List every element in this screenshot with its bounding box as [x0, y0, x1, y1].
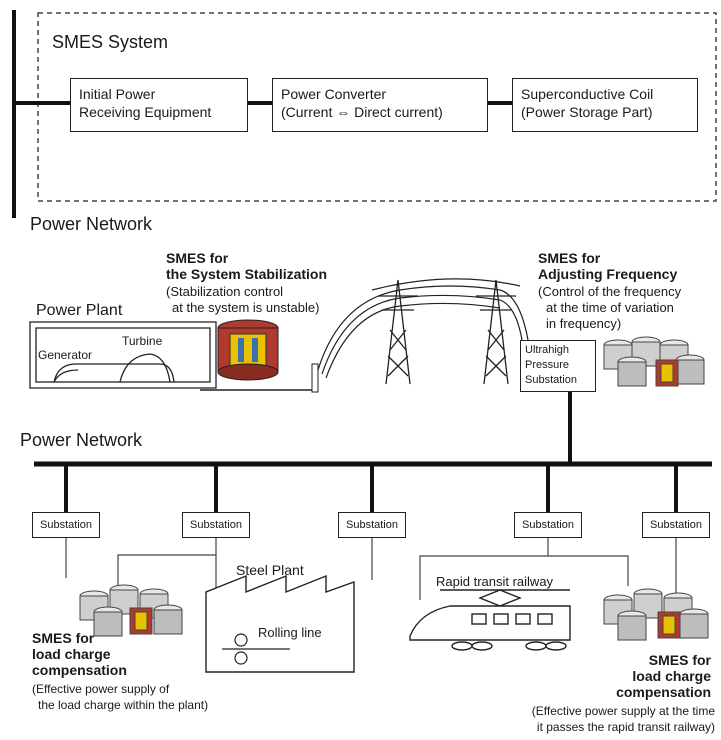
power-plant-building	[29, 321, 217, 389]
steel-plant-label: Steel Plant	[236, 562, 304, 578]
initial-power-line1: Initial Power	[79, 86, 156, 102]
stabilization-desc-1: (Stabilization control	[166, 284, 284, 299]
frequency-title-1: SMES for	[538, 250, 601, 266]
left-smes-title-3: compensation	[32, 662, 127, 678]
frequency-desc-1: (Control of the frequency	[538, 284, 682, 299]
smes-system-title: SMES System	[52, 32, 169, 52]
left-smes-tanks	[79, 584, 183, 637]
right-smes-title-2: load charge	[632, 668, 711, 684]
transmission-lines	[317, 278, 529, 379]
superconductive-coil-box: Superconductive Coil (Power Storage Part…	[512, 78, 698, 132]
uhp-line2: Pressure	[525, 359, 570, 371]
left-smes-title-1: SMES for	[32, 630, 95, 646]
stabilization-title-2: the System Stabilization	[166, 266, 328, 282]
right-smes-tanks	[603, 588, 709, 641]
left-smes-desc-2: the load charge within the plant)	[38, 698, 209, 712]
stabilization-title-1: SMES for	[166, 250, 229, 266]
frequency-title-2: Adjusting Frequency	[538, 266, 678, 282]
railway-label: Rapid transit railway	[436, 574, 554, 589]
right-smes-title-1: SMES for	[648, 652, 711, 668]
smes-system-frame	[37, 12, 717, 202]
lower-network-label: Power Network	[20, 430, 143, 450]
transmission-tower-2	[476, 279, 516, 385]
substation-3: Substation	[338, 512, 406, 538]
right-smes-title-3: compensation	[616, 684, 711, 700]
frequency-desc-3: in frequency)	[546, 316, 622, 331]
power-converter-line2: (Current ⇔ Direct current)	[281, 104, 443, 120]
left-smes-title-2: load charge	[32, 646, 111, 662]
upper-network-label: Power Network	[30, 214, 153, 234]
substation-drops	[64, 464, 678, 512]
stabilization-coil-icon	[217, 319, 279, 381]
superconductive-coil-line1: Superconductive Coil	[521, 86, 654, 102]
substation-5: Substation	[642, 512, 710, 538]
uhp-line3: Substation	[525, 374, 577, 386]
power-plant-label: Power Plant	[36, 302, 123, 319]
right-smes-desc-2: it passes the rapid transit railway)	[536, 720, 715, 734]
initial-power-line2: Receiving Equipment	[79, 104, 212, 120]
substation-1: Substation	[32, 512, 100, 538]
substation-feeders	[65, 538, 677, 600]
frequency-smes-tanks	[603, 336, 705, 387]
substation-2: Substation	[182, 512, 250, 538]
plant-post	[311, 363, 319, 393]
right-smes-desc-1: (Effective power supply at the time	[531, 704, 715, 718]
train-icon	[409, 589, 571, 651]
rolling-line-icon	[222, 633, 290, 665]
turbine-label: Turbine	[122, 334, 163, 348]
rolling-line-label: Rolling line	[258, 625, 322, 640]
initial-power-box: Initial Power Receiving Equipment	[70, 78, 248, 132]
uhp-line1: Ultrahigh	[525, 344, 570, 356]
transmission-tower-1	[378, 279, 418, 385]
frequency-desc-2: at the time of variation	[546, 300, 674, 315]
generator-label: Generator	[38, 348, 93, 362]
substation-4: Substation	[514, 512, 582, 538]
steel-plant-building	[205, 574, 355, 673]
ultrahigh-pressure-substation: Ultrahigh Pressure Substation	[520, 340, 596, 392]
power-converter-line1: Power Converter	[281, 86, 387, 102]
stabilization-desc-2: at the system is unstable)	[172, 300, 320, 315]
superconductive-coil-line2: (Power Storage Part)	[521, 104, 653, 120]
power-converter-box: Power Converter (Current ⇔ Direct curren…	[272, 78, 488, 132]
left-smes-desc-1: (Effective power supply of	[32, 682, 170, 696]
